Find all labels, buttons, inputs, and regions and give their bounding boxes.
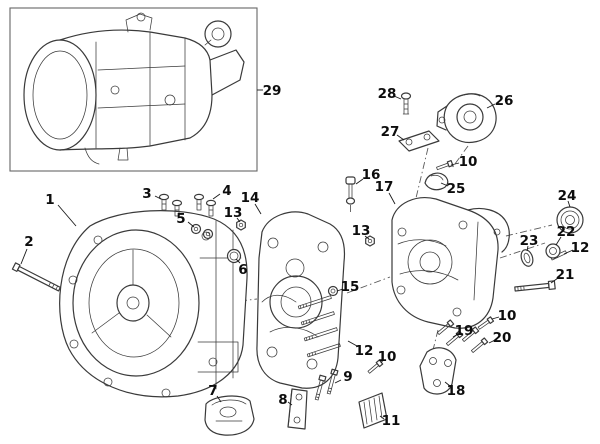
part-callout-19: 19: [455, 323, 474, 339]
part-1-bell-housing: [59, 210, 248, 398]
part-callout-10: 10: [498, 308, 517, 324]
leader-line-11: [379, 415, 385, 420]
leader-line-27: [396, 134, 405, 141]
part-10-screws: [367, 159, 495, 374]
part-callout-10: 10: [459, 154, 478, 170]
leader-line-10: [491, 316, 500, 320]
leader-line-12: [563, 249, 574, 255]
part-callout-8: 8: [278, 392, 287, 408]
part-callout-1: 1: [45, 192, 54, 208]
leader-line-2: [20, 248, 28, 265]
part-28-bolt: [400, 92, 412, 115]
leader-line-19: [452, 333, 459, 338]
leader-line-13: [364, 235, 370, 240]
part-callout-6: 6: [238, 262, 247, 278]
part-callout-28: 28: [378, 86, 397, 102]
leader-line-14: [254, 203, 262, 215]
part-5-washers: [190, 223, 214, 240]
part-callout-16: 16: [362, 167, 381, 183]
part-callout-7: 7: [208, 383, 217, 399]
part-callout-3: 3: [142, 186, 151, 202]
leader-line-24: [567, 200, 571, 208]
part-callout-18: 18: [447, 383, 466, 399]
part-callout-14: 14: [241, 190, 260, 206]
leader-line-22: [555, 236, 562, 246]
part-callout-13: 13: [352, 223, 371, 239]
leader-line-13: [236, 217, 241, 223]
part-callout-13: 13: [224, 205, 243, 221]
part-26-engine-mount: [436, 93, 497, 143]
part-27-bracket-plate: [398, 130, 440, 152]
leader-line-10: [380, 359, 384, 364]
part-25-clip: [424, 172, 449, 191]
part-callout-2: 2: [24, 234, 33, 250]
part-6-oring: [226, 248, 242, 264]
part-22-washer: [545, 243, 561, 259]
part-callout-27: 27: [381, 124, 400, 140]
part-callout-5: 5: [176, 211, 185, 227]
leader-line-21: [550, 277, 559, 284]
leader-line-18: [444, 381, 451, 387]
part-callout-4: 4: [222, 183, 231, 199]
leader-lines: [20, 89, 574, 420]
part-callout-25: 25: [447, 181, 466, 197]
part-23-retainer: [520, 249, 534, 267]
leader-line-10: [450, 162, 460, 166]
part-2-long-bolt: [11, 262, 61, 292]
part-callout-20: 20: [493, 330, 512, 346]
leader-line-9: [334, 379, 342, 384]
part-callout-22: 22: [557, 224, 576, 240]
part-callout-11: 11: [382, 413, 401, 429]
part-16-breather: [345, 176, 356, 213]
part-18-cover-plate: [419, 347, 457, 395]
part-callout-23: 23: [520, 233, 539, 249]
leader-line-16: [355, 178, 364, 185]
part-callout-17: 17: [375, 179, 394, 195]
leader-line-8: [287, 401, 293, 406]
part-3-4-bolts: [158, 193, 217, 217]
leader-line-1: [57, 204, 77, 227]
part-callout-10: 10: [378, 349, 397, 365]
part-callout-12: 12: [571, 240, 590, 256]
leader-line-28: [393, 95, 402, 100]
leader-line-12: [347, 340, 358, 347]
leader-line-3: [154, 195, 162, 200]
part-21-bolt: [514, 280, 556, 292]
inset-assembled-gearbox: [9, 7, 258, 172]
part-19-20-bolts: [437, 319, 489, 353]
part-callout-21: 21: [556, 267, 575, 283]
part-9-bolts: [314, 368, 339, 401]
leader-line-4: [212, 193, 221, 200]
part-callout-26: 26: [495, 93, 514, 109]
part-callout-12: 12: [355, 343, 374, 359]
part-callout-24: 24: [558, 188, 577, 204]
leader-line-20: [488, 339, 496, 344]
part-callout-15: 15: [341, 279, 360, 295]
part-13-nuts: [236, 219, 375, 247]
leader-line-7: [216, 395, 222, 403]
part-7-mount: [204, 395, 255, 436]
leader-line-25: [440, 182, 449, 187]
leader-line-17: [388, 192, 396, 205]
leader-line-5: [187, 221, 195, 228]
leader-line-6: [235, 258, 241, 264]
part-8-bracket: [287, 388, 308, 430]
part-callout-29: 29: [263, 83, 282, 99]
part-11-grille: [358, 392, 388, 429]
part-callout-9: 9: [343, 369, 352, 385]
leader-line-26: [486, 103, 496, 109]
part-17-rear-housing: [391, 197, 510, 329]
leader-line-23: [526, 245, 529, 252]
leader-line-15: [336, 288, 344, 292]
part-14-intermediate-housing: [256, 211, 346, 389]
